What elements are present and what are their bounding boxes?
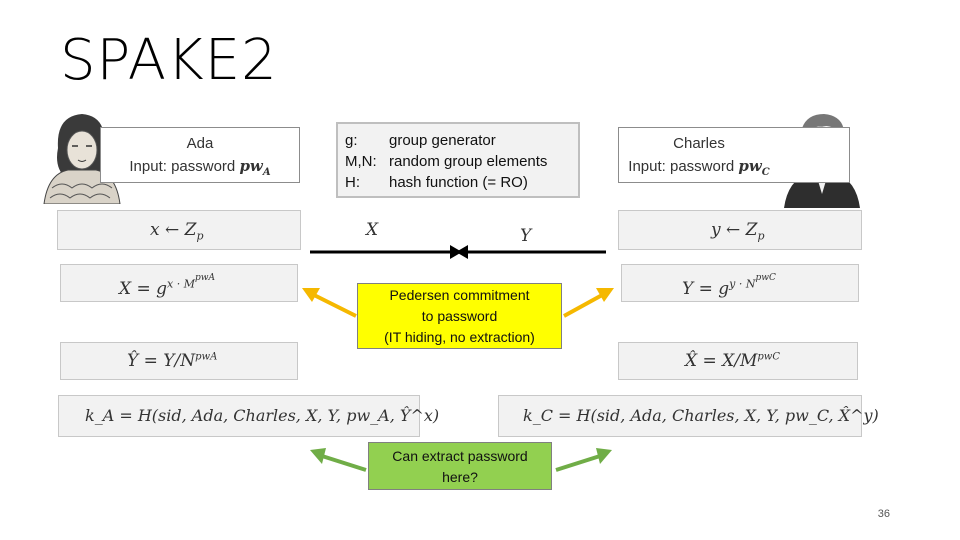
commitment-callout-line: to password [421, 308, 498, 324]
charles-sample-formula: y ← Zp [711, 220, 765, 243]
green-arrow-left [310, 448, 367, 472]
charles-input-box: Charles Input: password pwC [618, 127, 850, 183]
commitment-callout-line: (IT hiding, no extraction) [384, 329, 535, 345]
charles-commit-box: Y = gy · NpwC [621, 264, 859, 302]
green-arrow-right [555, 448, 612, 472]
ada-key-formula: k_A = H(sid, Ada, Charles, X, Y, pw_A, Ŷ… [85, 406, 440, 425]
ada-input-box: Ada Input: password pwA [100, 127, 300, 183]
ada-sample-formula: x ← Zp [150, 220, 204, 243]
charles-commit-formula: Y = gy · NpwC [682, 273, 776, 299]
ada-name: Ada [186, 135, 214, 152]
ada-commit-box: X = gx · MpwA [60, 264, 298, 302]
message-arrows [310, 245, 606, 259]
extract-callout-line: Can extract password [392, 448, 528, 464]
charles-key-formula: k_C = H(sid, Ada, Charles, X, Y, pw_C, X… [523, 406, 879, 425]
ada-key-box: k_A = H(sid, Ada, Charles, X, Y, pw_A, Ŷ… [58, 395, 439, 437]
page-number: 36 [877, 508, 890, 520]
definition-row: H:hash function (= RO) [345, 174, 528, 191]
yellow-arrow-left [302, 288, 357, 318]
message-X-label: X [366, 220, 379, 240]
definition-row: g:group generator [345, 132, 496, 149]
ada-input: Input: password pwA [129, 157, 271, 178]
extract-callout-line: here? [442, 469, 478, 485]
charles-unblind-formula: X̂ = X/MpwC [685, 351, 781, 371]
ada-sample-box: x ← Zp [57, 210, 301, 250]
arrow-to-ada-head [456, 245, 468, 259]
ada-unblind-formula: Ŷ = Y/NpwA [127, 351, 218, 371]
yellow-arrow-right [563, 288, 614, 318]
slide-title: SPAKE2 [60, 28, 278, 93]
extract-callout: Can extract password here? [368, 442, 552, 490]
charles-sample-box: y ← Zp [618, 210, 862, 250]
ada-commit-formula: X = gx · MpwA [119, 273, 215, 299]
charles-input: Input: password pwC [628, 157, 770, 178]
charles-unblind-box: X̂ = X/MpwC [618, 342, 858, 380]
definition-row: M,N:random group elements [345, 153, 548, 170]
definitions-box: g:group generator M,N:random group eleme… [336, 122, 580, 198]
charles-key-box: k_C = H(sid, Ada, Charles, X, Y, pw_C, X… [498, 395, 879, 437]
message-Y-label: Y [520, 226, 532, 246]
ada-unblind-box: Ŷ = Y/NpwA [60, 342, 298, 380]
commitment-callout: Pedersen commitment to password (IT hidi… [357, 283, 562, 349]
charles-name: Charles [673, 135, 725, 152]
commitment-callout-line: Pedersen commitment [389, 287, 530, 303]
